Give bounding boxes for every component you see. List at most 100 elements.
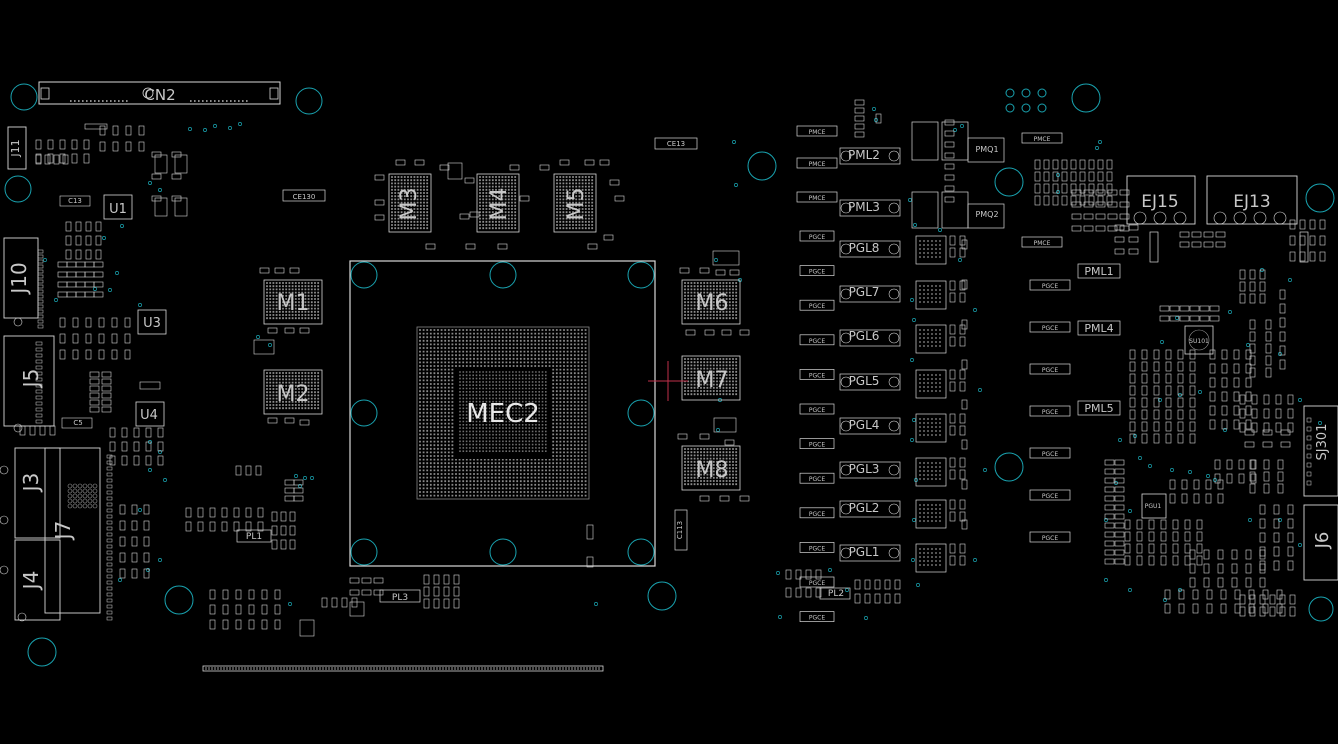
memory-chips[interactable] bbox=[253, 159, 750, 502]
connector-pin bbox=[37, 274, 44, 279]
pmq1-label[interactable]: PMQ1 bbox=[975, 145, 998, 154]
passive-component bbox=[85, 317, 92, 328]
j3-label[interactable]: J3 bbox=[19, 473, 43, 494]
m3-label[interactable]: M3 bbox=[397, 188, 422, 221]
m4-label[interactable]: M4 bbox=[487, 188, 512, 221]
ce130-label[interactable]: CE130 bbox=[293, 193, 316, 201]
passive-component bbox=[1244, 441, 1255, 448]
u1-label[interactable]: U1 bbox=[109, 202, 127, 217]
cn2-connector[interactable] bbox=[38, 81, 281, 105]
connector-j5[interactable] bbox=[3, 335, 55, 427]
c5-label[interactable]: C5 bbox=[73, 419, 82, 427]
passive-component bbox=[284, 479, 295, 486]
passive-component bbox=[1095, 189, 1106, 196]
memory-chip-m2[interactable] bbox=[263, 369, 323, 415]
j6-label[interactable]: J6 bbox=[1312, 532, 1333, 550]
passive-component bbox=[1136, 531, 1143, 542]
u4-label[interactable]: U4 bbox=[140, 408, 158, 423]
pgl4-label[interactable]: PGL4 bbox=[849, 418, 880, 432]
pl2-label[interactable]: PL2 bbox=[828, 589, 844, 599]
via bbox=[1005, 103, 1015, 113]
memory-chip-m8-balls bbox=[684, 448, 738, 486]
connector-pin bbox=[1306, 417, 1312, 423]
ej13-label[interactable]: EJ13 bbox=[1233, 192, 1270, 212]
pmq2-label[interactable]: PMQ2 bbox=[975, 210, 998, 219]
j7-label[interactable]: J7 bbox=[51, 521, 75, 542]
passive-component bbox=[959, 543, 966, 554]
m5-label[interactable]: M5 bbox=[564, 188, 589, 221]
memory-chip-m4[interactable] bbox=[476, 173, 520, 233]
pgl7-label[interactable]: PGL7 bbox=[849, 285, 880, 299]
m7-label[interactable]: M7 bbox=[696, 368, 729, 393]
pml5-label[interactable]: PML5 bbox=[1084, 402, 1113, 415]
connector-j4[interactable] bbox=[14, 539, 61, 621]
passive-component bbox=[1114, 549, 1125, 556]
passive-component bbox=[443, 586, 450, 597]
su101-label[interactable]: SU101 bbox=[1189, 338, 1209, 345]
pgl8-label[interactable]: PGL8 bbox=[849, 241, 880, 255]
connector-j11[interactable] bbox=[7, 126, 27, 170]
memory-chip-m5[interactable] bbox=[553, 173, 597, 233]
u3-label[interactable]: U3 bbox=[143, 316, 161, 331]
passive-component bbox=[65, 249, 72, 260]
m2-label[interactable]: M2 bbox=[277, 382, 310, 407]
passive-component bbox=[321, 597, 328, 608]
connector-j7[interactable] bbox=[44, 447, 101, 614]
pgl6-label[interactable]: PGL6 bbox=[849, 329, 880, 343]
pgl2-label[interactable]: PGL2 bbox=[849, 501, 880, 515]
passive-component bbox=[75, 221, 82, 232]
pgl5-label[interactable]: PGL5 bbox=[849, 374, 880, 388]
connector-tab bbox=[17, 612, 27, 622]
passive-component bbox=[257, 507, 264, 518]
memory-chip-m1[interactable] bbox=[263, 279, 323, 325]
passive-component bbox=[459, 213, 470, 220]
ic-su101[interactable] bbox=[1184, 325, 1214, 355]
j11-label[interactable]: J11 bbox=[9, 139, 22, 157]
m8-label[interactable]: M8 bbox=[696, 458, 729, 483]
c13-label[interactable]: C13 bbox=[68, 197, 82, 205]
power-connector-ej13[interactable] bbox=[1206, 175, 1298, 225]
pl1-label[interactable]: PL1 bbox=[246, 532, 262, 542]
pcie-edge-connector[interactable] bbox=[202, 665, 604, 672]
connector-sj301[interactable] bbox=[1303, 405, 1338, 497]
pml2-label[interactable]: PML2 bbox=[848, 148, 880, 162]
pml4-label[interactable]: PML4 bbox=[1084, 322, 1113, 335]
pml3-label[interactable]: PML3 bbox=[848, 200, 880, 214]
gpu-label[interactable]: MEC2 bbox=[466, 399, 540, 429]
memory-chip-m3[interactable] bbox=[388, 173, 432, 233]
pml1-label[interactable]: PML1 bbox=[1084, 265, 1113, 278]
gpu-package[interactable] bbox=[349, 260, 656, 568]
pgl3-label[interactable]: PGL3 bbox=[849, 462, 880, 476]
passive-component bbox=[1119, 189, 1130, 196]
memory-chip-m7[interactable] bbox=[681, 355, 741, 401]
pgu1-label[interactable]: PGU1 bbox=[1145, 503, 1162, 510]
io-connectors[interactable] bbox=[0, 81, 1338, 672]
connector-j3[interactable] bbox=[14, 447, 61, 539]
j5-label[interactable]: J5 bbox=[19, 369, 43, 390]
memory-chip-m6[interactable] bbox=[681, 279, 741, 325]
passive-component bbox=[584, 159, 595, 166]
ic-pgu1[interactable] bbox=[1141, 493, 1167, 519]
sj301-label[interactable]: SJ301 bbox=[1315, 424, 1330, 461]
passive-component bbox=[143, 520, 150, 531]
memory-chip-m8[interactable] bbox=[681, 445, 741, 491]
capacitor-pgce bbox=[799, 438, 835, 449]
m6-label[interactable]: M6 bbox=[696, 291, 729, 316]
ce13-label[interactable]: CE13 bbox=[667, 140, 685, 148]
j10-label[interactable]: J10 bbox=[7, 262, 31, 295]
pl3-label[interactable]: PL3 bbox=[392, 593, 408, 603]
passive-component bbox=[1165, 397, 1172, 408]
pgce-label: PGCE bbox=[809, 615, 825, 622]
c113-label[interactable]: C113 bbox=[676, 521, 684, 539]
passive-component bbox=[1214, 473, 1221, 484]
connector-j6[interactable] bbox=[1303, 504, 1338, 581]
pgl1-label[interactable]: PGL1 bbox=[849, 545, 880, 559]
gpu-substrate-outline[interactable] bbox=[349, 260, 656, 567]
m1-label[interactable]: M1 bbox=[277, 291, 310, 316]
passive-component bbox=[271, 511, 278, 522]
ej15-label[interactable]: EJ15 bbox=[1141, 192, 1178, 212]
passive-component bbox=[785, 569, 792, 580]
via bbox=[1248, 518, 1252, 522]
j4-label[interactable]: J4 bbox=[19, 571, 43, 592]
